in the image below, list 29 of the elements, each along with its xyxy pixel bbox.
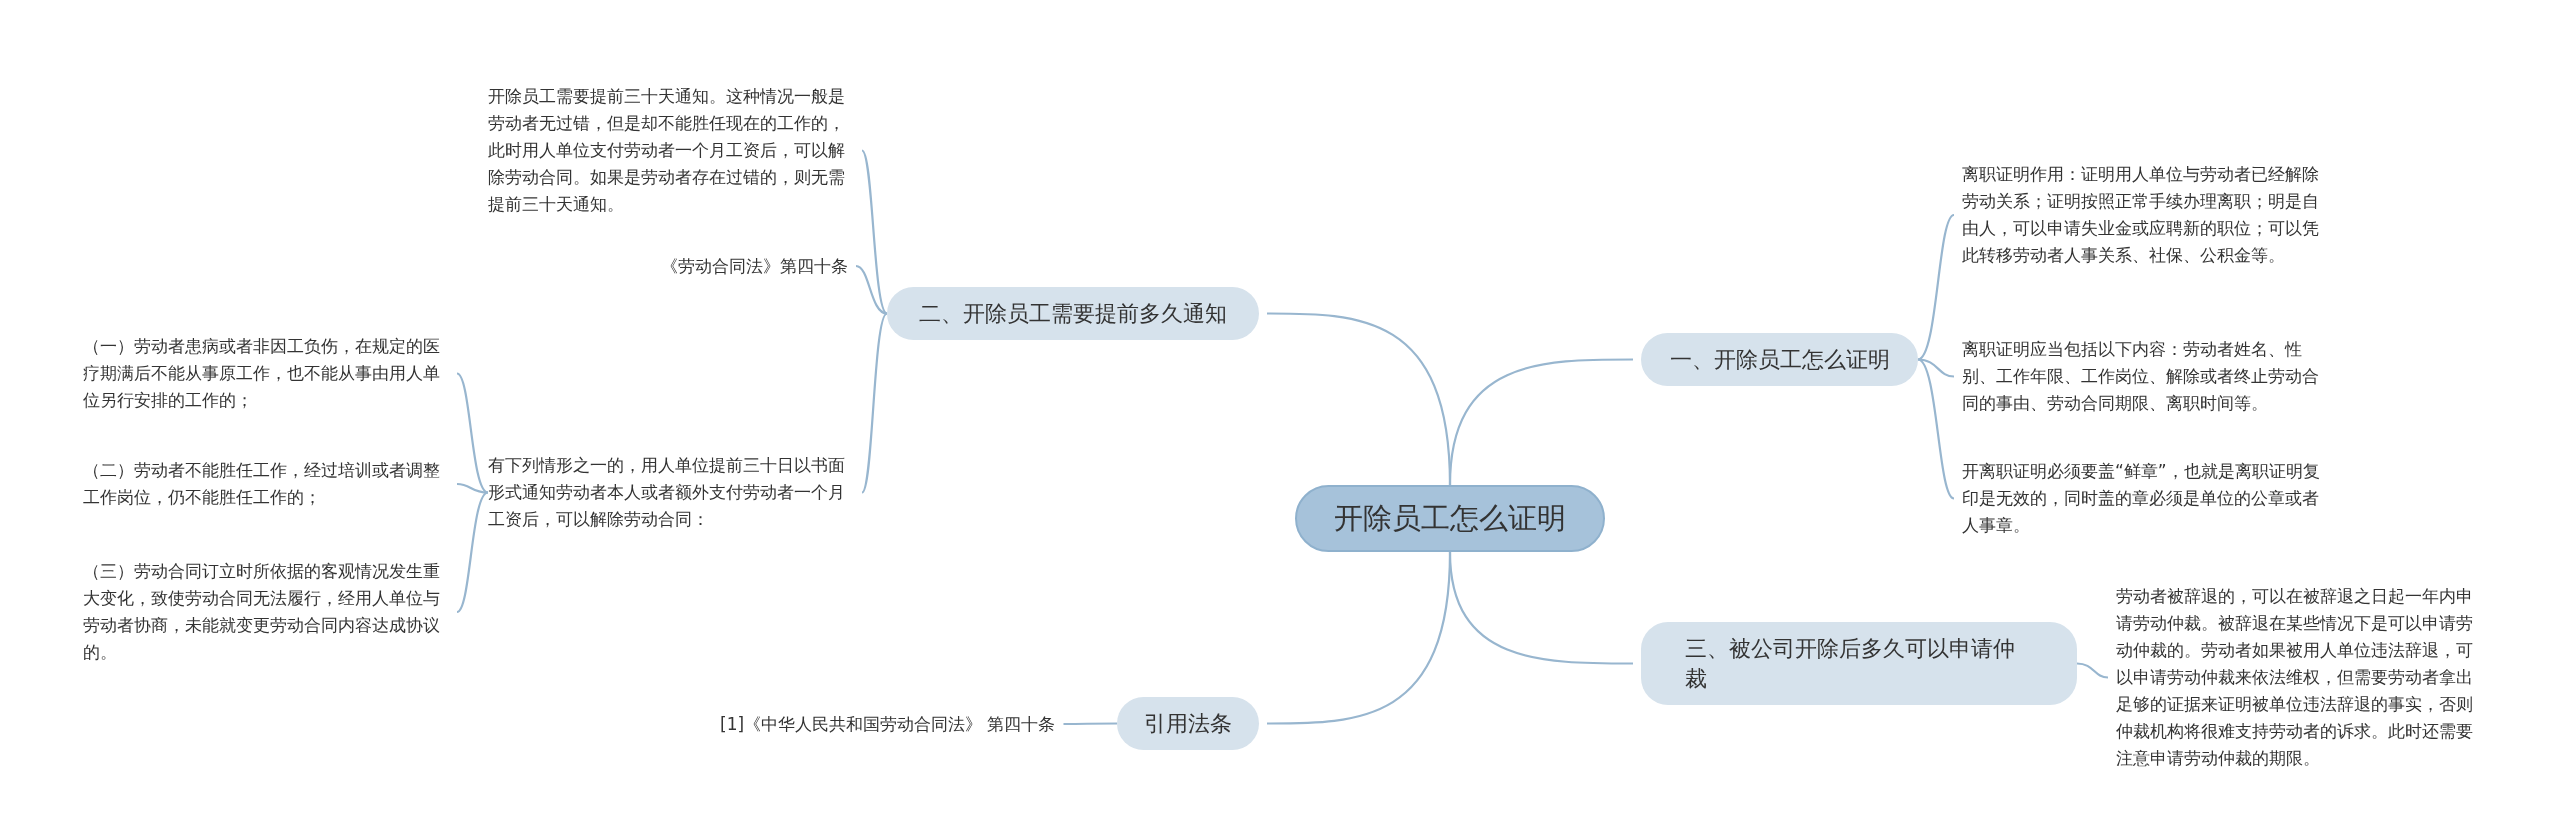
connector-line	[2076, 662, 2109, 679]
note-text: [1]《中华人民共和国劳动合同法》 第四十条	[720, 711, 1080, 738]
note-text: 劳动者被辞退的，可以在被辞退之日起一年内申请劳动仲裁。被辞退在某些情况下是可以申请劳动仲裁的。劳动者如果被用人单位违法辞退，可以申请劳动仲裁来依法维权，但需要劳动者拿出足够的证据来证明被单位违法辞退的事实，否则仲裁机构将很难支持劳动者的诉求。此时还需要注意申请劳动仲裁的期限。	[2116, 583, 2486, 772]
note-text: 离职证明应当包括以下内容：劳动者姓名、性别、工作年限、工作岗位、解除或者终止劳动合同的事由、劳动合同期限、离职时间等。	[1962, 336, 2332, 417]
connector-line	[456, 372, 489, 494]
connector-line	[1267, 551, 1452, 725]
branch-topic: 二、开除员工需要提前多久通知	[887, 287, 1259, 340]
note-text: （二）劳动者不能胜任工作，经过培训或者调整工作岗位，仍不能胜任工作的；	[83, 457, 449, 511]
note-text: 《劳动合同法》第四十条	[560, 253, 848, 280]
connector-line	[855, 264, 888, 315]
branch-topic: 引用法条	[1117, 697, 1259, 750]
note-text: 开离职证明必须要盖“鲜章”，也就是离职证明复印是无效的，同时盖的章必须是单位的公章或者人事章。	[1962, 458, 2332, 539]
connector-line	[861, 149, 888, 315]
note-text: （一）劳动者患病或者非因工负伤，在规定的医疗期满后不能从事原工作，也不能从事由用人单位另行安排的工作的；	[83, 333, 449, 414]
branch-topic: 一、开除员工怎么证明	[1641, 333, 1918, 386]
connector-line	[1917, 358, 1955, 378]
branch-topic: 三、被公司开除后多久可以申请仲裁	[1641, 622, 2077, 705]
note-text: 开除员工需要提前三十天通知。这种情况一般是劳动者无过错，但是却不能胜任现在的工作的，此时用人单位支付劳动者一个月工资后，可以解除劳动合同。如果是劳动者存在过错的，则无需提前三十天通知。	[488, 83, 854, 218]
connector-line	[1917, 358, 1955, 500]
connector-line	[456, 482, 489, 494]
connector-line	[1917, 214, 1955, 361]
note-text: 离职证明作用：证明用人单位与劳动者已经解除劳动关系；证明按照正常手续办理离职；明是自由人，可以申请失业金或应聘新的职位；可以凭此转移劳动者人事关系、社保、公积金等。	[1962, 161, 2332, 269]
central-topic: 开除员工怎么证明	[1295, 485, 1605, 552]
connector-line	[456, 491, 489, 613]
connector-line	[1267, 312, 1452, 486]
connector-line	[861, 312, 888, 494]
note-text: 有下列情形之一的，用人单位提前三十日以书面形式通知劳动者本人或者额外支付劳动者一个月工资后，可以解除劳动合同：	[488, 452, 854, 533]
note-text: （三）劳动合同订立时所依据的客观情况发生重大变化，致使劳动合同无法履行，经用人单位与劳动者协商，未能就变更劳动合同内容达成协议的。	[83, 558, 449, 666]
connector-line	[1063, 722, 1117, 726]
